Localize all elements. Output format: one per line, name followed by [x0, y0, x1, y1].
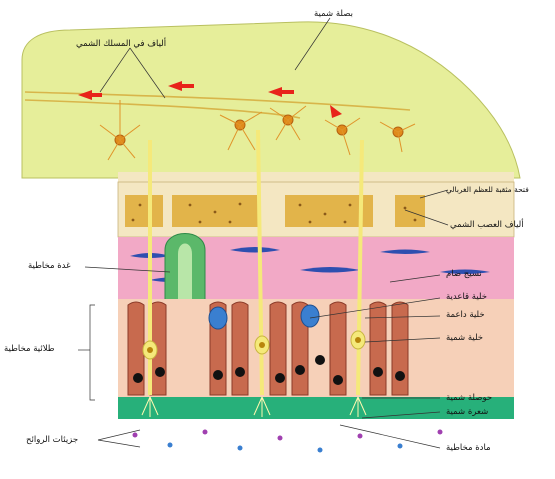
olfactory-cells — [142, 330, 366, 360]
olfactory-bulb — [21, 21, 521, 179]
basal-cells — [208, 304, 320, 330]
label-fibers-olfactory-tract: ألياف في المسلك الشمي — [76, 39, 167, 49]
label-supporting-cell: خلية داعمة — [446, 310, 485, 320]
cell-nuclei — [133, 355, 405, 385]
label-olfactory-hair: شعرة شمية — [446, 407, 489, 417]
label-cribriform-opening: فتحة مثقبة للعظم الغربالي — [446, 185, 529, 194]
label-olfactory-bulb: بصلة شمية — [314, 9, 353, 19]
dendrite-branches — [99, 100, 416, 161]
label-olfactory-cell: خلية شمية — [446, 333, 484, 343]
label-odor-molecules: جزيئات الروائح — [26, 435, 79, 445]
leader-lines — [78, 17, 449, 449]
label-olfactory-nerve-fibers: ألياف العصب الشمي — [450, 220, 524, 230]
odor-molecules — [132, 429, 443, 453]
mucus-layer — [118, 397, 514, 419]
blood-vessels — [130, 247, 490, 282]
label-mucous-gland: غدة مخاطية — [28, 261, 71, 271]
label-mucous-epithelium: طلائية مخاطية — [4, 344, 55, 354]
label-connective-tissue: نسيج ضام — [446, 269, 482, 279]
signal-arrows — [78, 81, 342, 118]
label-mucus: مادة مخاطية — [446, 443, 491, 453]
label-olfactory-vesicle: حوصلة شمية — [446, 393, 493, 403]
cribriform-plate — [117, 181, 515, 238]
cribriform-plate-top — [118, 172, 514, 182]
label-basal-cell: خلية قاعدية — [446, 292, 488, 302]
olfactory-hairs — [141, 396, 367, 417]
